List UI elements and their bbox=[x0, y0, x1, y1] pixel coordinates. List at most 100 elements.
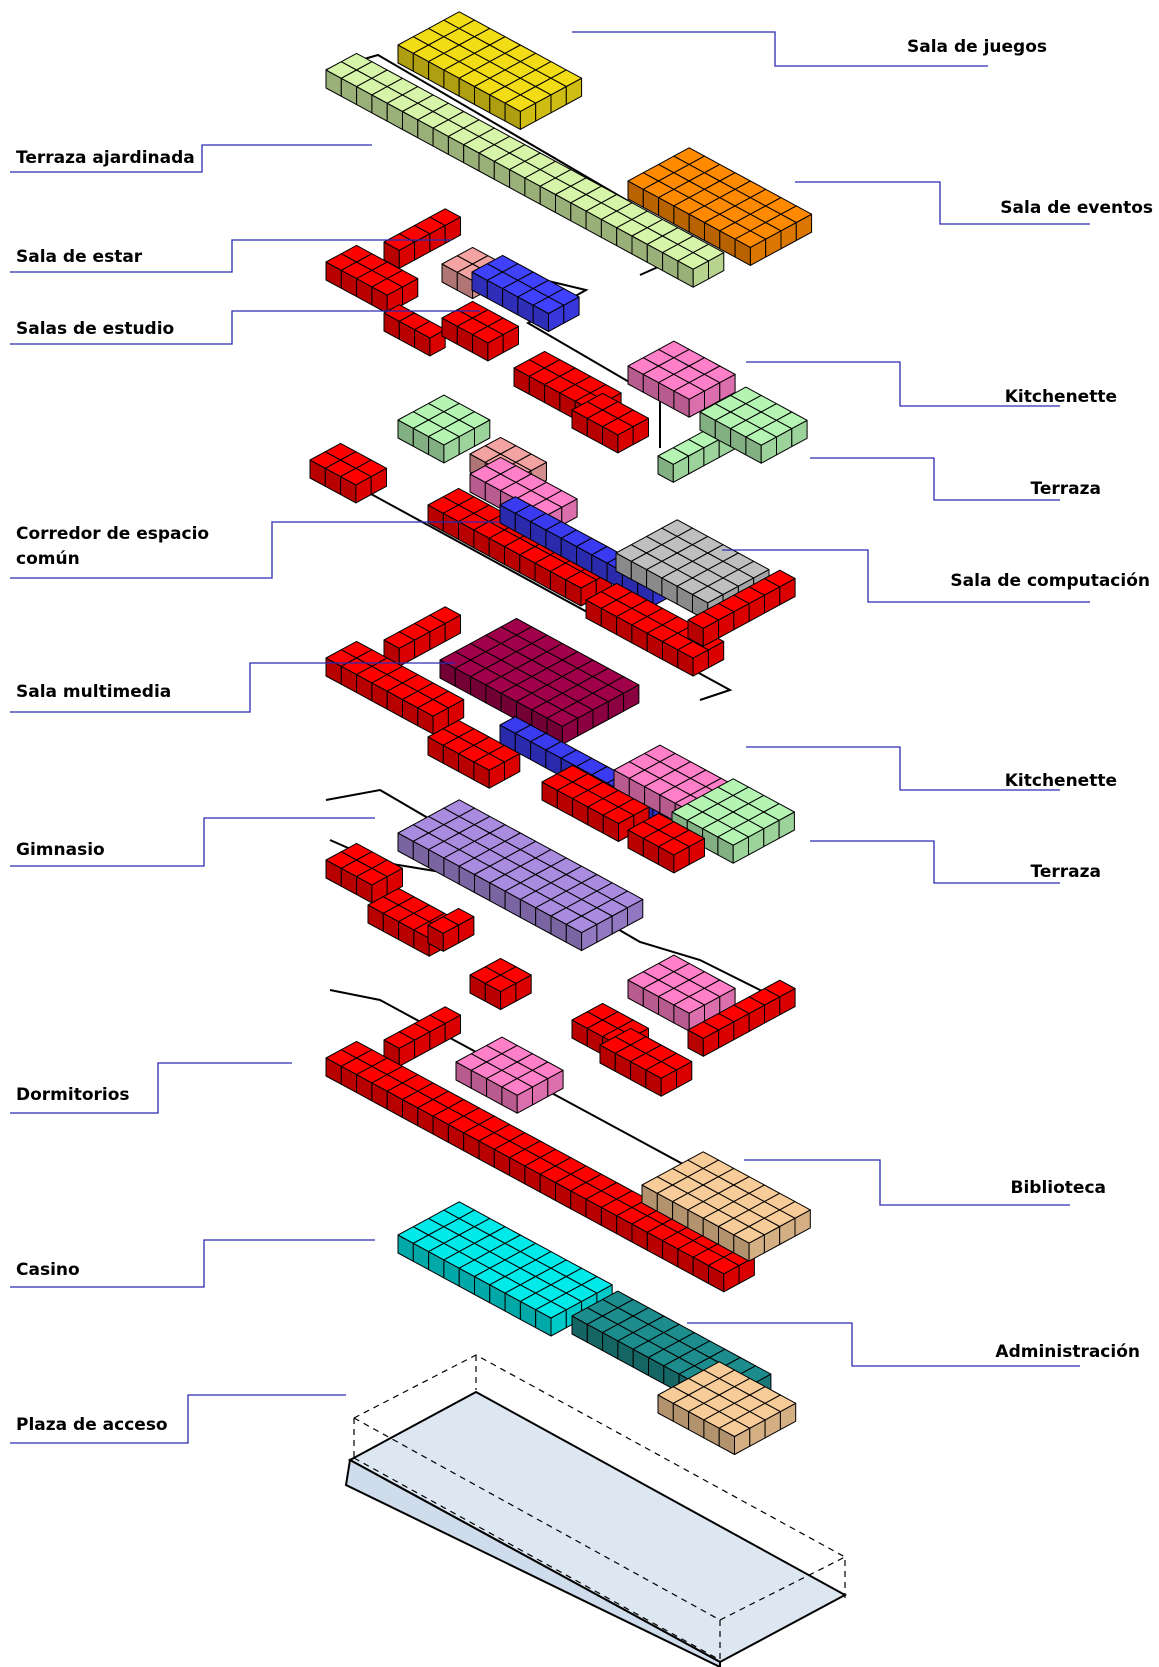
label-kitchenette-upper: Kitchenette bbox=[1005, 387, 1117, 407]
dormitorio-block bbox=[469, 957, 532, 1011]
leader-kitchenette-lower bbox=[746, 746, 1060, 791]
casino-block bbox=[397, 1201, 613, 1337]
label-plaza-de-acceso: Plaza de acceso bbox=[16, 1415, 168, 1435]
sala-block-top-cell bbox=[515, 453, 547, 472]
dormitorio-block bbox=[441, 300, 519, 362]
casino-block-top-cell bbox=[581, 1276, 613, 1294]
gimnasio-block bbox=[397, 799, 644, 952]
label-gimnasio: Gimnasio bbox=[16, 840, 105, 860]
acceso-block-top-cell bbox=[764, 1394, 797, 1413]
gimnasio-block-top-cell bbox=[611, 890, 644, 909]
plaza-de-acceso-volume bbox=[344, 1354, 848, 1667]
label-dormitorios: Dormitorios bbox=[16, 1085, 130, 1105]
dormitorio-block-top-cell bbox=[429, 208, 461, 226]
dormitorio-block bbox=[383, 304, 446, 357]
kitchenette-block-top-cell bbox=[546, 490, 578, 508]
program-blocks bbox=[309, 11, 813, 1455]
label-terraza-lower: Terraza bbox=[1031, 862, 1101, 882]
sala-multimedia-block bbox=[439, 618, 640, 745]
leader-dormitorios bbox=[10, 1062, 292, 1114]
kitchenette-upper-block bbox=[627, 340, 736, 418]
label-sala-de-computacion: Sala de computación bbox=[950, 571, 1150, 591]
label-sala-de-estar: Sala de estar bbox=[16, 247, 143, 267]
dormitorio-block-top-cell bbox=[764, 569, 796, 588]
dormitorio-block bbox=[427, 907, 475, 952]
terraza-ajardinada-block-top-cell bbox=[692, 243, 725, 262]
terraza-block-top-cell bbox=[458, 411, 491, 429]
dormitorio-block bbox=[541, 764, 650, 842]
label-corredor-line2: común bbox=[16, 549, 80, 569]
dormitorio-block bbox=[427, 719, 521, 789]
terraza-lower-block-top-cell bbox=[763, 803, 795, 821]
sala-de-eventos-block bbox=[627, 147, 813, 266]
leader-gimnasio bbox=[10, 817, 375, 867]
leader-sala-de-estar bbox=[10, 239, 452, 273]
salas-de-estudio-block bbox=[471, 254, 580, 332]
leader-lines bbox=[10, 31, 1090, 1444]
terraza-ajardinada-block bbox=[325, 52, 725, 288]
dormitorio-block-top-cell bbox=[764, 979, 796, 998]
label-administracion: Administración bbox=[995, 1342, 1140, 1362]
dormitorio-block bbox=[687, 979, 796, 1057]
dormitorio-block bbox=[383, 606, 461, 667]
label-sala-de-eventos: Sala de eventos bbox=[1000, 198, 1153, 218]
terraza-upper-block-top-cell bbox=[776, 411, 808, 430]
dormitorio-block-top-cell bbox=[617, 409, 649, 428]
label-corredor-line1: Corredor de espacio bbox=[16, 524, 209, 544]
leader-biblioteca bbox=[744, 1159, 1070, 1206]
dormitorio-block-top-cell bbox=[660, 1052, 693, 1071]
plaza-dashed-outline bbox=[353, 1354, 846, 1661]
dormitorio-block-top-cell bbox=[500, 966, 532, 984]
biblioteca-block-top-cell bbox=[779, 1201, 811, 1219]
sala-multimedia-block-top-cell bbox=[607, 676, 640, 694]
label-casino: Casino bbox=[16, 1260, 80, 1280]
leader-sala-de-juegos bbox=[572, 31, 988, 67]
label-terraza-upper: Terraza bbox=[1031, 479, 1101, 499]
biblioteca-block bbox=[641, 1151, 811, 1262]
dormitorio-block-top-cell bbox=[673, 829, 705, 848]
slab-level-2 bbox=[325, 788, 781, 1001]
dormitorio-block-top-cell bbox=[442, 907, 475, 926]
dormitorio-block-top-cell bbox=[429, 1006, 461, 1024]
sala-de-juegos-block bbox=[397, 11, 583, 130]
leader-sala-de-computacion bbox=[722, 549, 1090, 603]
sala-de-computacion-block-top-cell bbox=[737, 560, 770, 579]
dormitorio-block-top-cell bbox=[371, 859, 403, 878]
dormitorio-block bbox=[325, 640, 465, 735]
dormitorio-block bbox=[627, 812, 705, 874]
kitchenette-block-top-cell bbox=[704, 979, 736, 998]
kitchenette-upper-block-top-cell bbox=[704, 365, 736, 384]
label-sala-de-juegos: Sala de juegos bbox=[907, 37, 1047, 57]
leader-sala-multimedia bbox=[10, 662, 455, 713]
leader-terraza-upper bbox=[810, 457, 1060, 501]
leader-salas-de-estudio bbox=[10, 310, 480, 345]
leader-sala-de-eventos bbox=[795, 181, 1090, 225]
plaza-front-face bbox=[344, 1458, 721, 1667]
leader-administracion bbox=[687, 1322, 1080, 1367]
label-biblioteca: Biblioteca bbox=[1011, 1178, 1107, 1198]
dormitorio-block bbox=[383, 1006, 461, 1067]
kitchenette-block bbox=[455, 1036, 564, 1114]
terraza-upper-block bbox=[699, 386, 808, 464]
dormitorio-block-top-cell bbox=[429, 606, 461, 624]
label-sala-multimedia: Sala multimedia bbox=[16, 682, 171, 702]
sala-de-juegos-block-top-cell bbox=[550, 69, 583, 87]
leader-terraza-lower bbox=[810, 840, 1060, 884]
dormitorio-block bbox=[383, 208, 461, 269]
dormitorio-block-top-cell bbox=[432, 690, 465, 709]
sala-de-eventos-block-top-cell bbox=[780, 205, 813, 223]
label-salas-de-estudio: Salas de estudio bbox=[16, 319, 174, 339]
terraza-block bbox=[397, 394, 491, 464]
salas-de-estudio-block-top-cell bbox=[548, 288, 580, 306]
leader-plaza-de-acceso bbox=[10, 1394, 346, 1444]
kitchenette-block-top-cell bbox=[532, 1061, 564, 1080]
dormitorio-block-top-cell bbox=[355, 459, 387, 478]
dormitorio-block-top-cell bbox=[386, 269, 419, 288]
leader-casino bbox=[10, 1239, 375, 1288]
dormitorio-block bbox=[309, 442, 387, 504]
dormitorio-block bbox=[571, 392, 649, 454]
leader-kitchenette-upper bbox=[746, 361, 1060, 407]
acceso-block bbox=[657, 1361, 797, 1455]
leader-terraza-ajardinada bbox=[10, 144, 372, 173]
